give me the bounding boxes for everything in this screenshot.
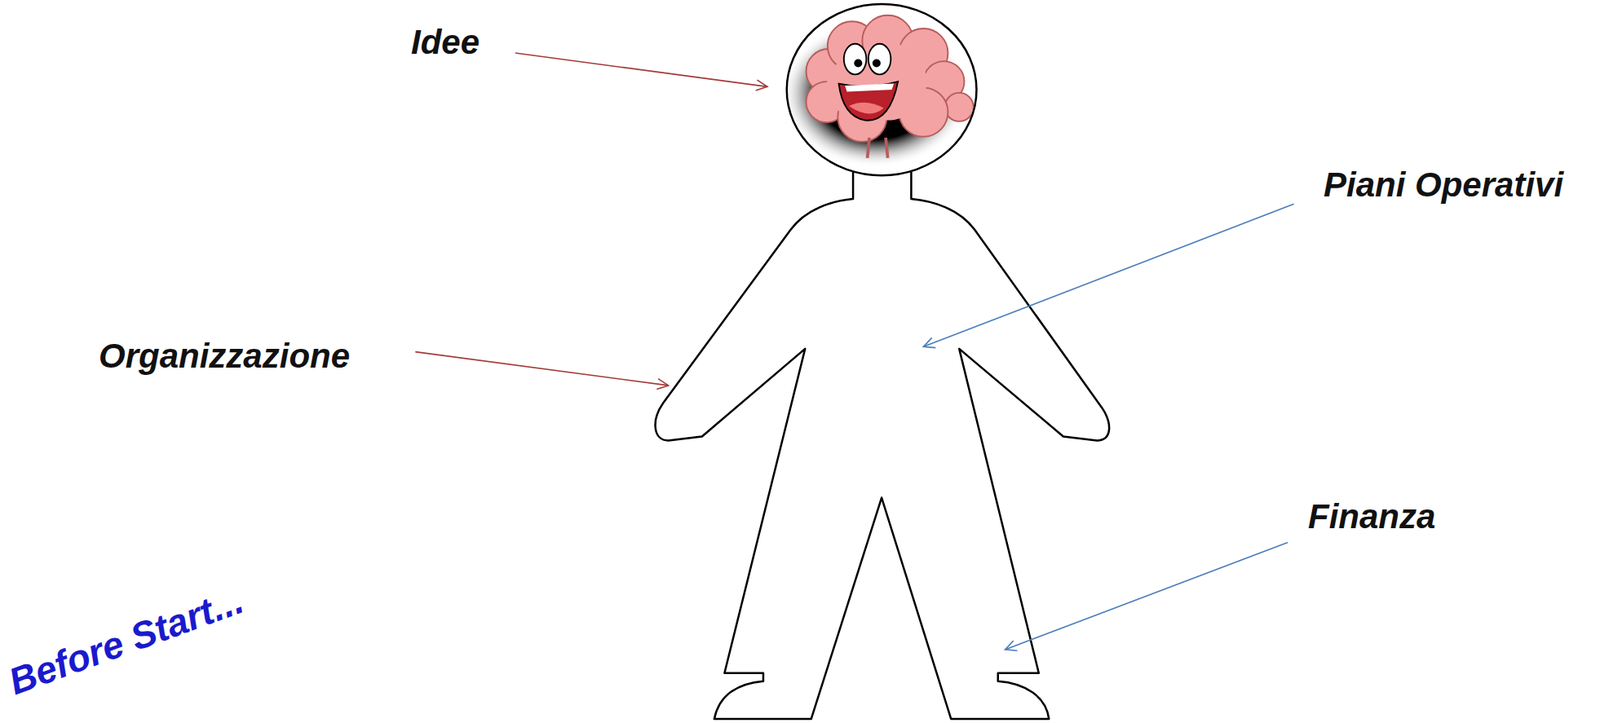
arrow-head — [656, 379, 668, 390]
arrow-head — [755, 79, 768, 91]
part-label: Finanza — [1308, 497, 1436, 537]
leader-line — [1005, 543, 1289, 650]
part-label: Idee — [411, 22, 480, 62]
leader-line — [923, 203, 1294, 347]
arrow-head — [923, 337, 936, 348]
part-label: Piani Operativi — [1323, 165, 1564, 205]
leader-line — [415, 352, 668, 386]
leader-line — [515, 53, 768, 87]
brain-cartoon — [781, 15, 973, 168]
arrow-head — [1005, 640, 1018, 651]
slide-tagline: Before Start... — [3, 579, 250, 704]
part-label: Organizzazione — [98, 336, 350, 376]
body-outline — [655, 171, 1110, 720]
